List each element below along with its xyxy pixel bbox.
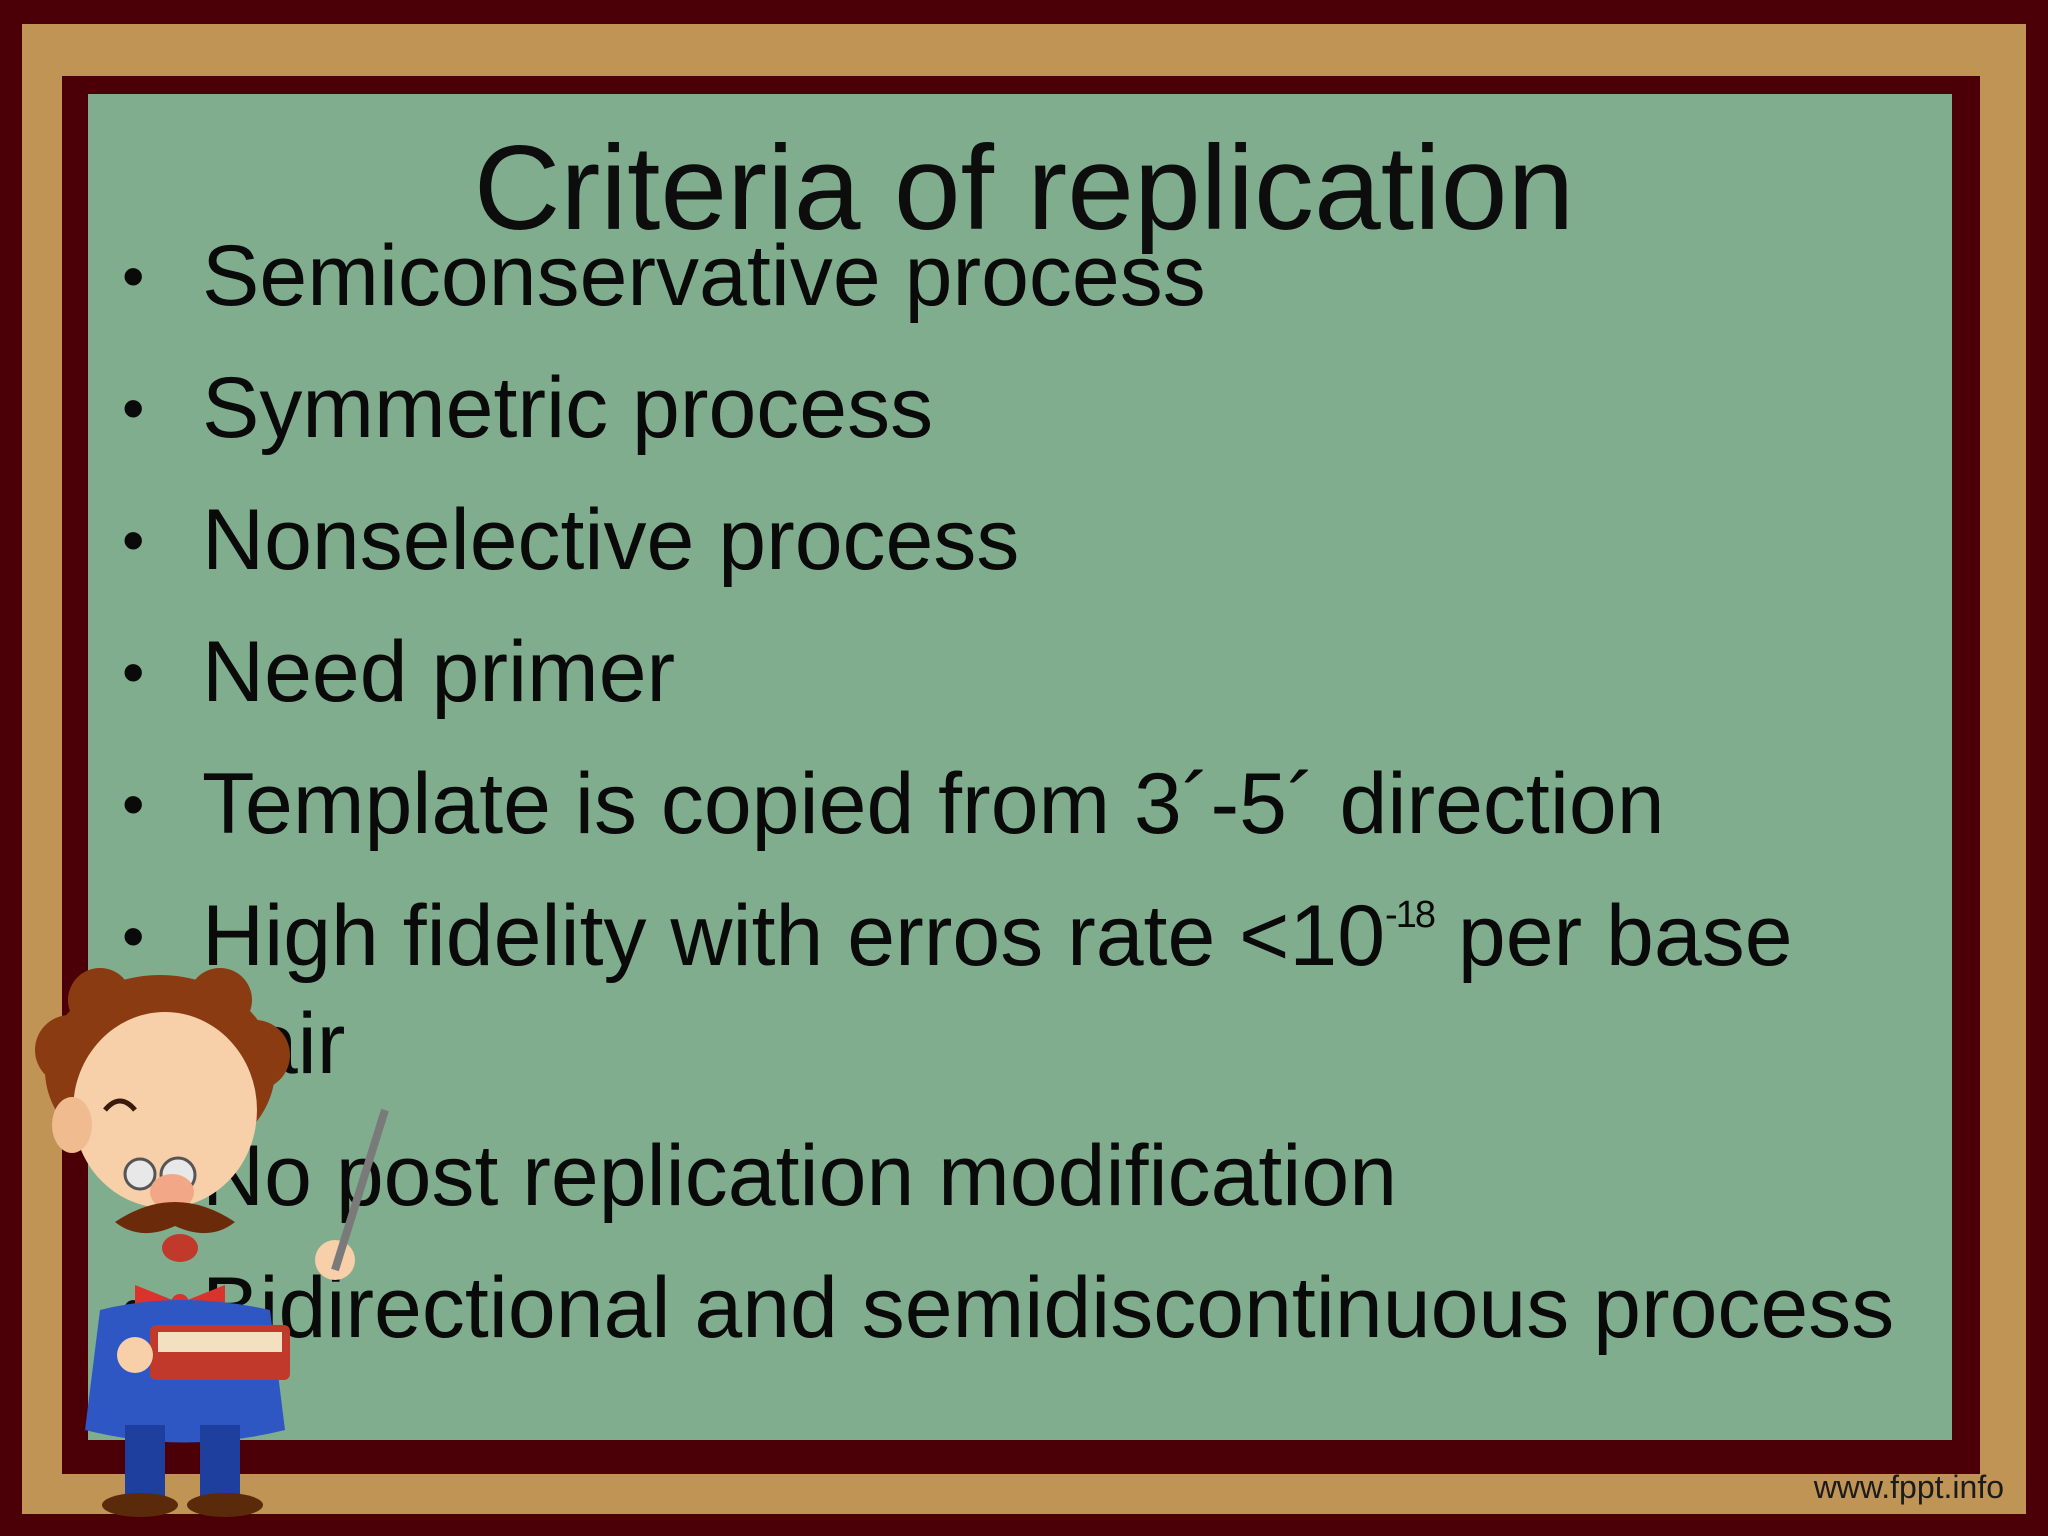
bullet-text: Need primer: [202, 624, 676, 720]
slide-board: [88, 94, 1952, 1440]
bullet-item: • Template is copied from 3´-5´ directio…: [112, 750, 1912, 858]
bullet-text: Nonselective process: [202, 492, 1020, 588]
bullet-dot: •: [122, 768, 145, 840]
bullet-dot: •: [122, 240, 145, 312]
bullet-text: No post replication modification: [202, 1128, 1398, 1224]
bullet-text: Bidirectional and semidiscontinuous proc…: [202, 1260, 1895, 1356]
exponent: -18: [1385, 894, 1436, 936]
bullet-item: • Bidirectional and semidiscontinuous pr…: [112, 1254, 1912, 1362]
bullet-text: Template is copied from 3´-5´ direction: [202, 756, 1665, 852]
bullet-dot: •: [122, 900, 145, 972]
bullet-item: • Semiconservative process: [112, 222, 1912, 330]
bullet-item: • Nonselective process: [112, 486, 1912, 594]
bullet-text: High fidelity with erros rate <10-18 per…: [202, 888, 1793, 1092]
bullet-dot: •: [122, 372, 145, 444]
bullet-list: • Semiconservative process • Symmetric p…: [112, 222, 1912, 1386]
bullet-dot: •: [122, 636, 145, 708]
bullet-text: Symmetric process: [202, 360, 934, 456]
bullet-text-part: High fidelity with erros rate <10: [202, 888, 1386, 984]
bullet-dot: •: [122, 504, 145, 576]
footer-url: www.fppt.info: [1813, 1469, 2004, 1505]
bullet-item: • Symmetric process: [112, 354, 1912, 462]
slide-title: Criteria of replication: [473, 121, 1575, 255]
bullet-item: • Need primer: [112, 618, 1912, 726]
bullet-text: Semiconservative process: [202, 228, 1206, 324]
professor-mascot-icon: [35, 968, 389, 1517]
